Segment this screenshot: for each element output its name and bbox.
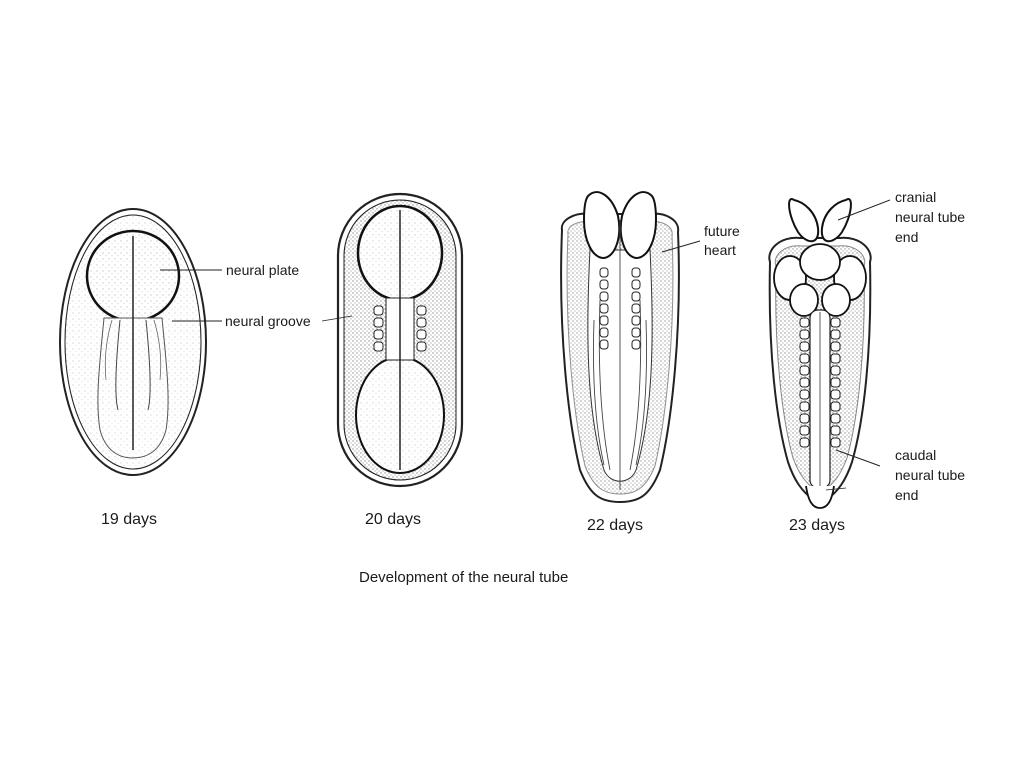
embryo-19-days xyxy=(59,208,207,476)
annotation-future-heart: future heart xyxy=(661,223,740,258)
embryo-20-days xyxy=(336,192,464,488)
annotation-caudal-end: caudal neural tube end xyxy=(825,447,965,503)
stage-label-19-days: 19 days xyxy=(101,511,157,528)
stage-label-20-days: 20 days xyxy=(365,511,421,528)
annotation-cranial-end: cranial neural tube end xyxy=(837,189,965,245)
stage-label-22-days: 22 days xyxy=(587,517,643,534)
future-heart-label-line1: future xyxy=(704,223,740,239)
caudal-label-line2: neural tube xyxy=(895,467,965,483)
cranial-label-line1: cranial xyxy=(895,189,936,205)
cranial-label-line3: end xyxy=(895,229,918,245)
caudal-label-line3: end xyxy=(895,487,918,503)
annotation-neural-plate: neural plate xyxy=(160,262,299,278)
neural-plate-label: neural plate xyxy=(226,262,299,278)
stage-label-23-days: 23 days xyxy=(789,517,845,534)
embryo-22-days xyxy=(560,191,680,504)
caudal-label-line1: caudal xyxy=(895,447,936,463)
figure-caption: Development of the neural tube xyxy=(359,569,568,586)
cranial-label-line2: neural tube xyxy=(895,209,965,225)
neural-groove-label: neural groove xyxy=(225,313,311,329)
embryo-23-days xyxy=(768,197,872,509)
future-heart-label-line2: heart xyxy=(704,242,736,258)
